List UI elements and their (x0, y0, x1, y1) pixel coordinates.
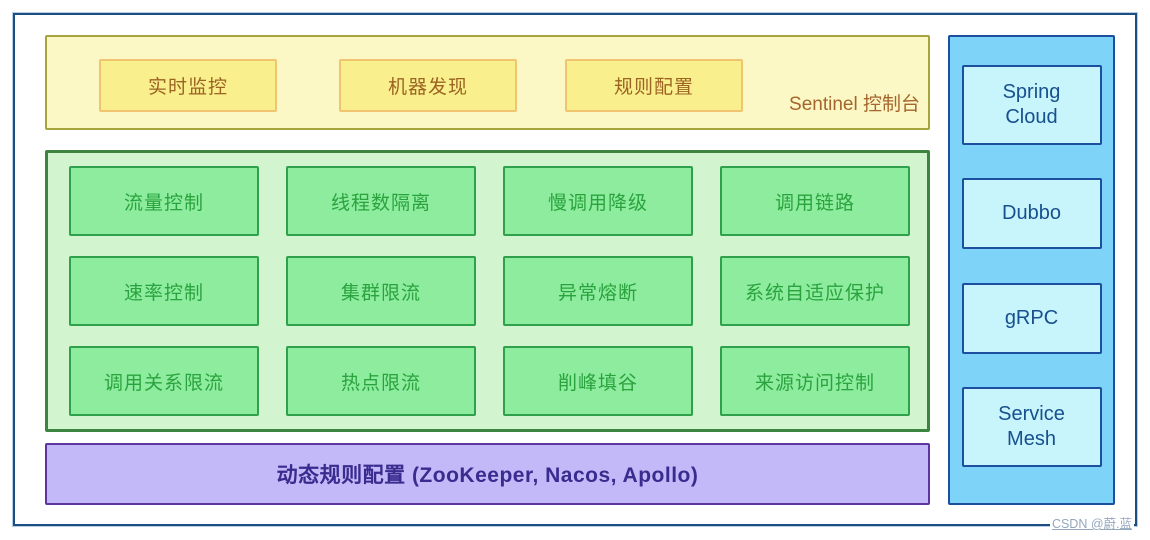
adapter-label: Dubbo (1002, 202, 1061, 225)
dynamic-rule-config-label: 动态规则配置 (ZooKeeper, Nacos, Apollo) (276, 464, 699, 487)
core-capabilities-section: 流量控制 线程数隔离 慢调用降级 调用链路 速率控制 集群限流 异常熔断 系统自… (45, 150, 930, 432)
capability-slow-call-degrade: 慢调用降级 (503, 166, 693, 236)
console-feature-label: 规则配置 (613, 77, 694, 98)
capability-cluster-limiting: 集群限流 (286, 256, 476, 326)
sentinel-console-title: Sentinel 控制台 (789, 94, 920, 115)
capability-hotspot-limiting: 热点限流 (286, 346, 476, 416)
adapter-spring-cloud: Spring Cloud (961, 65, 1102, 145)
outer-frame: 实时监控 机器发现 规则配置 Sentinel 控制台 流量控制 线程数隔离 慢… (13, 13, 1137, 526)
adapter-label: Spring Cloud (1002, 81, 1061, 128)
capability-system-adaptive-protection: 系统自适应保护 (720, 256, 910, 326)
csdn-watermark: CSDN @蔚.蓝 (1049, 513, 1134, 532)
capability-peak-shaving: 削峰填谷 (503, 346, 693, 416)
console-feature-machine-discovery: 机器发现 (339, 59, 517, 112)
dynamic-rule-config-bar: 动态规则配置 (ZooKeeper, Nacos, Apollo) (45, 443, 930, 505)
capability-relation-limiting: 调用关系限流 (69, 346, 259, 416)
console-feature-rule-config: 规则配置 (565, 59, 743, 112)
capability-call-chain: 调用链路 (720, 166, 910, 236)
adapters-column: Spring Cloud Dubbo gRPC Service Mesh (948, 35, 1115, 505)
capability-origin-access-control: 来源访问控制 (720, 346, 910, 416)
adapter-grpc: gRPC (961, 282, 1102, 354)
adapter-service-mesh: Service Mesh (961, 386, 1102, 467)
adapter-label: gRPC (1004, 306, 1059, 329)
adapter-dubbo: Dubbo (961, 178, 1102, 250)
console-feature-label: 机器发现 (387, 77, 468, 98)
sentinel-console-section: 实时监控 机器发现 规则配置 Sentinel 控制台 (45, 35, 930, 130)
capability-thread-isolation: 线程数隔离 (286, 166, 476, 236)
console-feature-realtime-monitoring: 实时监控 (99, 59, 277, 112)
capability-rate-control: 速率控制 (69, 256, 259, 326)
adapter-label: Service Mesh (998, 402, 1065, 450)
capability-exception-circuit-break: 异常熔断 (503, 256, 693, 326)
console-feature-label: 实时监控 (147, 77, 228, 98)
capability-flow-control: 流量控制 (69, 166, 259, 236)
